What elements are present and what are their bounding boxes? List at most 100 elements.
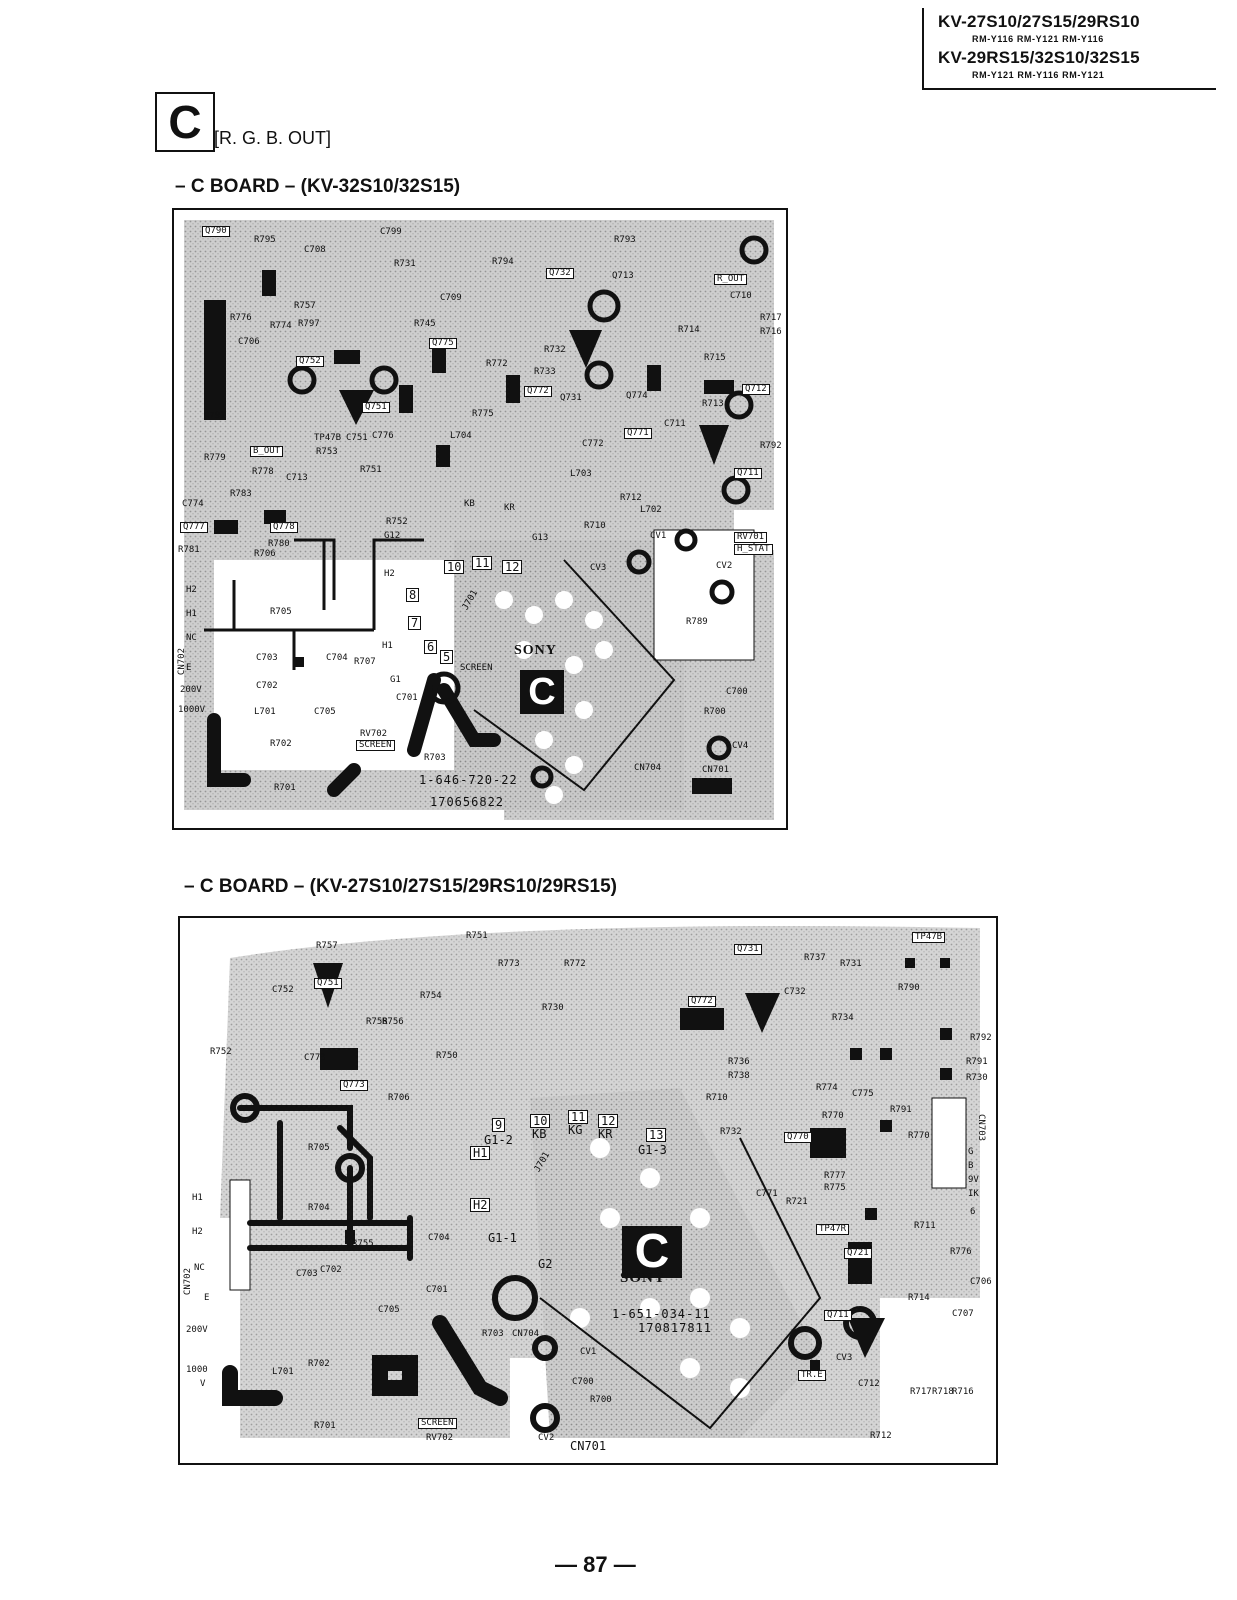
board2-cn703: CN703 bbox=[976, 1114, 986, 1142]
board2-part-number: 1-651-034-11 bbox=[612, 1307, 711, 1321]
board2-c704: C704 bbox=[428, 1233, 450, 1243]
board2-sony-logo: SONY bbox=[620, 1270, 666, 1286]
board2-cv2: CV2 bbox=[538, 1433, 555, 1443]
board2-r706: R706 bbox=[388, 1093, 410, 1103]
board1-q751: Q751 bbox=[362, 402, 390, 413]
board1-q772: Q772 bbox=[524, 386, 552, 397]
board1-c703: C703 bbox=[256, 653, 278, 663]
board2-terminal-7: H2 bbox=[470, 1198, 491, 1212]
board2-terminal-13: 13 bbox=[646, 1128, 667, 1142]
board2-r732: R732 bbox=[720, 1127, 742, 1137]
board2-r754: R754 bbox=[420, 991, 442, 1001]
board2-r773: R773 bbox=[498, 959, 520, 969]
board1-c704: C704 bbox=[326, 653, 348, 663]
board2-logo-c: C bbox=[622, 1226, 682, 1278]
board1-sony-logo: SONY bbox=[514, 643, 557, 658]
board1-q774: Q774 bbox=[626, 391, 648, 401]
board2-diagram: C SONY 1-651-034-11 170817811 TP47B R757… bbox=[178, 916, 998, 1465]
board1-c751: C751 bbox=[346, 433, 368, 443]
board1-h1-mid: H1 bbox=[382, 641, 393, 651]
board2-1000: 1000 bbox=[186, 1365, 208, 1375]
board2-c775: C775 bbox=[852, 1089, 874, 1099]
board2-r757: R757 bbox=[316, 941, 338, 951]
board2-h1: H1 bbox=[192, 1193, 203, 1203]
board1-c710: C710 bbox=[730, 291, 752, 301]
board1-c708: C708 bbox=[304, 245, 326, 255]
board1-r781: R781 bbox=[178, 545, 200, 555]
board2-r703: R703 bbox=[482, 1329, 504, 1339]
model-remote-line-2: RM-Y121 RM-Y116 RM-Y121 bbox=[972, 70, 1105, 80]
board1-h1: H1 bbox=[186, 609, 197, 619]
board1-r716: R716 bbox=[760, 327, 782, 337]
board1-q731: Q731 bbox=[560, 393, 582, 403]
board1-r776: R776 bbox=[230, 313, 252, 323]
board1-artwork bbox=[184, 220, 774, 820]
board1-r745: R745 bbox=[414, 319, 436, 329]
board2-r790: R790 bbox=[898, 983, 920, 993]
board1-r710: R710 bbox=[584, 521, 606, 531]
model-line-1: KV-27S10/27S15/29RS10 bbox=[938, 12, 1140, 31]
board1-q732: Q732 bbox=[546, 268, 574, 279]
page-number: — 87 — bbox=[555, 1552, 636, 1577]
board2-terminal-8: H1 bbox=[470, 1146, 491, 1160]
board2-r712: R712 bbox=[870, 1431, 892, 1441]
board1-rv701: RV701 bbox=[734, 532, 768, 543]
board1-cv4: CV4 bbox=[732, 741, 749, 751]
board1-c713: C713 bbox=[286, 473, 308, 483]
board2-cn702: CN702 bbox=[183, 1268, 193, 1296]
board1-terminal-7: 7 bbox=[408, 616, 422, 630]
board2-tre: TR.E bbox=[798, 1370, 826, 1381]
board2-r717: R717 bbox=[910, 1387, 932, 1397]
board2-r730: R730 bbox=[542, 1003, 564, 1013]
board2-r705: R705 bbox=[308, 1143, 330, 1153]
board2-c705: C705 bbox=[378, 1305, 400, 1315]
board1-g1: G1 bbox=[390, 675, 401, 685]
board1-r700: R700 bbox=[704, 707, 726, 717]
board1-e: E bbox=[186, 663, 192, 673]
board2-r750: R750 bbox=[436, 1051, 458, 1061]
board1-c701: C701 bbox=[396, 693, 418, 703]
board1-r702: R702 bbox=[270, 739, 292, 749]
board1-c772: C772 bbox=[582, 439, 604, 449]
board1-g13: G13 bbox=[532, 533, 549, 543]
board1-cn704: CN704 bbox=[634, 763, 662, 773]
board2-r792: R792 bbox=[970, 1033, 992, 1043]
board2-v: V bbox=[200, 1379, 206, 1389]
board1-r706: R706 bbox=[254, 549, 276, 559]
board1-diagram: C SONY 1-646-720-22 170656822 Q790 R795 … bbox=[172, 208, 788, 830]
board2-r774: R774 bbox=[816, 1083, 838, 1093]
board1-r715: R715 bbox=[704, 353, 726, 363]
board1-q752: Q752 bbox=[296, 356, 324, 367]
board1-r751: R751 bbox=[360, 465, 382, 475]
board2-r771: R791 bbox=[890, 1105, 912, 1115]
board2-serial: 170817811 bbox=[638, 1321, 713, 1335]
board2-kb: KB bbox=[532, 1127, 547, 1141]
board2-q731: Q731 bbox=[734, 944, 762, 955]
board1-nc: NC bbox=[186, 633, 197, 643]
board1-r712: R712 bbox=[620, 493, 642, 503]
board1-serial: 170656822 bbox=[430, 795, 505, 809]
board1-r752: R752 bbox=[386, 517, 408, 527]
board1-terminal-10: 10 bbox=[444, 560, 465, 574]
board1-r779: R779 bbox=[204, 453, 226, 463]
board2-r738: R738 bbox=[728, 1071, 750, 1081]
board2-terminal-10: 10 bbox=[530, 1114, 551, 1128]
board1-tp47b: TP47B bbox=[314, 433, 342, 443]
board2-terminal-11: 11 bbox=[568, 1110, 589, 1124]
board2-r775: R775 bbox=[824, 1183, 846, 1193]
board1-r713: R713 bbox=[702, 399, 724, 409]
board2-c712: C712 bbox=[858, 1379, 880, 1389]
board2-l701: L701 bbox=[272, 1367, 294, 1377]
board2-cn703-b: B bbox=[968, 1161, 974, 1171]
board1-cv2: CV2 bbox=[716, 561, 733, 571]
board2-r714: R714 bbox=[908, 1293, 930, 1303]
board1-cv1: CV1 bbox=[650, 531, 667, 541]
board2-e: E bbox=[204, 1293, 210, 1303]
board2-terminal-12: 12 bbox=[598, 1114, 619, 1128]
board1-cn701: CN701 bbox=[702, 765, 730, 775]
board1-r703: R703 bbox=[424, 753, 446, 763]
board2-cv1: CV1 bbox=[580, 1347, 597, 1357]
board2-screen: SCREEN bbox=[418, 1418, 457, 1429]
board1-q775: Q775 bbox=[429, 338, 457, 349]
board1-r701: R701 bbox=[274, 783, 296, 793]
